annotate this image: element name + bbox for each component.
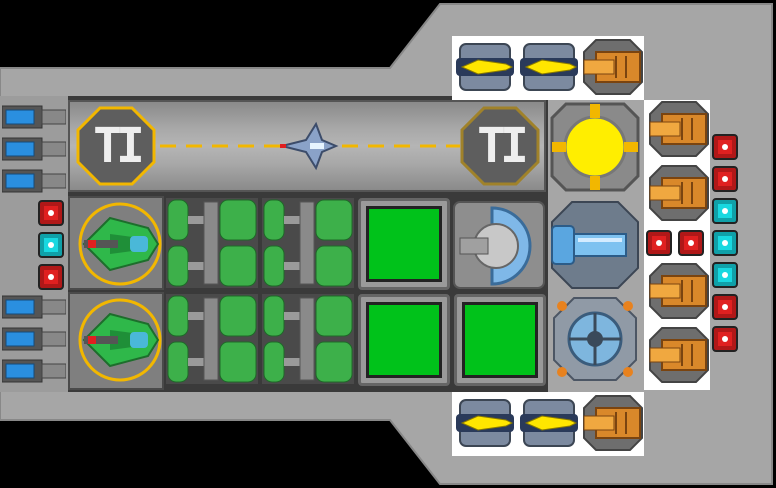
torpedo-launcher-icon[interactable]: [454, 38, 516, 96]
cyan-light-icon: [38, 232, 64, 258]
cyan-light-icon: [712, 198, 738, 224]
turret-dome-icon[interactable]: [452, 198, 546, 292]
red-light-icon: [712, 326, 738, 352]
red-light-icon: [38, 200, 64, 226]
small-shuttle-icon[interactable]: [276, 114, 340, 178]
red-light-icon: [712, 294, 738, 320]
plasma-cannon-icon[interactable]: [548, 198, 642, 292]
blue-thruster-icon[interactable]: [2, 358, 66, 384]
gold-cannon-icon[interactable]: [582, 394, 644, 452]
gold-cannon-icon[interactable]: [582, 38, 644, 96]
octagon-pad-icon: [76, 106, 156, 186]
torpedo-launcher-icon[interactable]: [518, 38, 580, 96]
fighter-ship-icon[interactable]: [70, 296, 164, 386]
shield-generator-icon[interactable]: [550, 294, 640, 384]
green-tank-icon[interactable]: [164, 292, 260, 386]
cyan-light-icon: [712, 230, 738, 256]
fighter-ship-icon[interactable]: [70, 198, 164, 288]
gold-cannon-icon[interactable]: [648, 262, 710, 320]
reactor-core-icon[interactable]: [548, 100, 642, 194]
red-light-icon: [712, 166, 738, 192]
red-light-icon: [712, 134, 738, 160]
gold-cannon-icon[interactable]: [648, 164, 710, 222]
green-tank-icon[interactable]: [260, 292, 356, 386]
pad-label-left: TI: [93, 118, 145, 174]
blue-thruster-icon[interactable]: [2, 136, 66, 162]
red-light-icon: [646, 230, 672, 256]
octagon-pad-icon: [460, 106, 540, 186]
blue-thruster-icon[interactable]: [2, 326, 66, 352]
green-tank-icon[interactable]: [260, 196, 356, 290]
hangar-pad-right[interactable]: TI: [460, 106, 540, 186]
cargo-module[interactable]: [462, 302, 538, 378]
torpedo-launcher-icon[interactable]: [454, 394, 516, 452]
blue-thruster-icon[interactable]: [2, 168, 66, 194]
green-tank-icon[interactable]: [164, 196, 260, 290]
blue-thruster-icon[interactable]: [2, 104, 66, 130]
blue-thruster-icon[interactable]: [2, 294, 66, 320]
cargo-module[interactable]: [366, 206, 442, 282]
torpedo-launcher-icon[interactable]: [518, 394, 580, 452]
red-light-icon: [678, 230, 704, 256]
red-light-icon: [38, 264, 64, 290]
pad-label-right: TI: [477, 118, 529, 174]
cyan-light-icon: [712, 262, 738, 288]
cargo-module[interactable]: [366, 302, 442, 378]
gold-cannon-icon[interactable]: [648, 326, 710, 384]
gold-cannon-icon[interactable]: [648, 100, 710, 158]
hangar-pad-left[interactable]: TI: [76, 106, 156, 186]
